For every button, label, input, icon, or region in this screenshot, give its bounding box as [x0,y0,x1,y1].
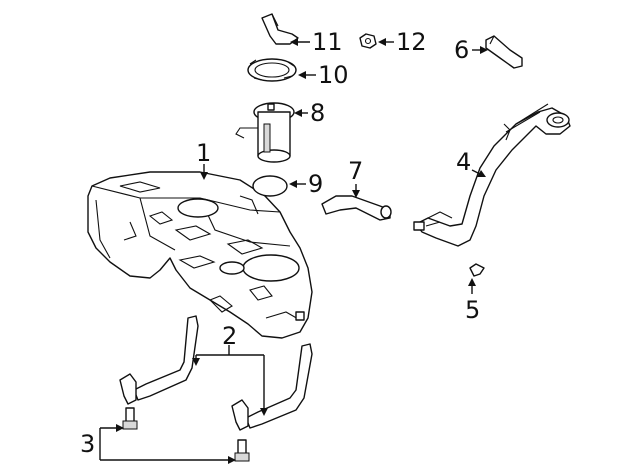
callout-7: 7 [348,157,363,185]
pump-bracket [261,13,299,45]
callout-6: 6 [454,36,469,64]
fuel-pump-module [235,102,295,163]
callout-4: 4 [456,148,471,176]
filler-cap [485,35,523,69]
callout-3: 3 [80,430,95,458]
strap-bolt-upper [122,407,138,430]
fuel-tank [87,171,313,339]
tank-strap-right [231,343,313,431]
callout-1: 1 [196,139,211,167]
callout-8: 8 [310,99,325,127]
callout-5: 5 [465,296,480,324]
callout-12: 12 [396,28,427,56]
callout-labels: 1 2 3 4 5 6 7 8 9 10 11 12 [80,28,480,458]
callout-11: 11 [312,28,343,56]
filler-pipe [413,103,571,247]
callout-10: 10 [318,61,349,89]
callout-9: 9 [308,170,323,198]
leader-lines [99,38,488,464]
vent-hose [321,195,392,221]
callout-2: 2 [222,322,237,350]
hex-nut [359,33,377,49]
retaining-clip [469,263,485,277]
tank-strap-left [119,315,199,405]
lock-ring [247,58,297,82]
pump-gasket [252,175,288,197]
strap-bolt-lower [234,439,250,462]
